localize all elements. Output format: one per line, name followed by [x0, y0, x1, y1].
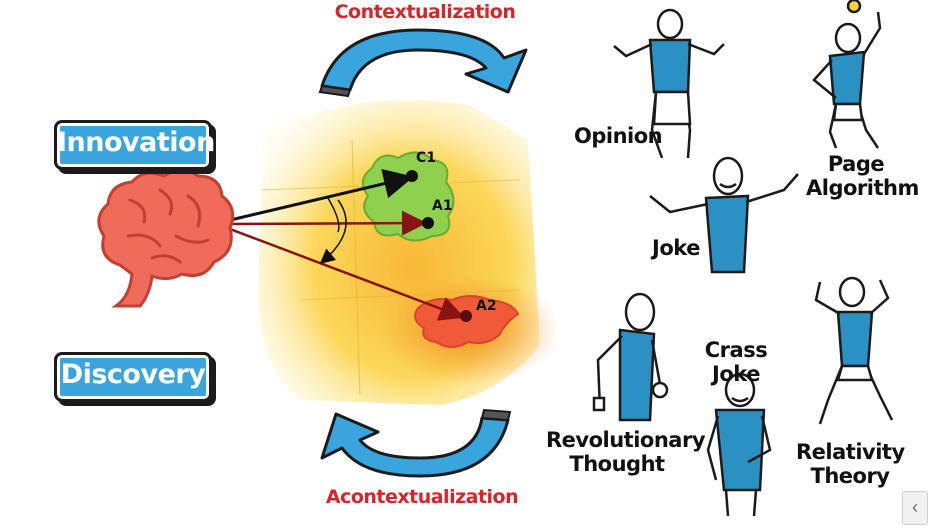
contextualization-arrow	[318, 28, 528, 98]
point-a2	[460, 310, 472, 322]
point-a1-label: A1	[432, 198, 453, 214]
point-c1-label: C1	[416, 150, 437, 166]
discovery-badge: Discovery	[54, 352, 212, 402]
page-algorithm-label: Page Algorithm	[806, 152, 919, 201]
opinion-figure	[613, 8, 725, 159]
page-algorithm-figure	[812, 0, 882, 149]
contextualization-label: Contextualization	[334, 1, 516, 23]
green-cluster	[361, 151, 455, 242]
concept-space	[258, 100, 560, 405]
acontextualization-label: Acontextualization	[325, 486, 519, 508]
arrows	[221, 168, 465, 321]
innovation-badge: Innovation	[54, 120, 215, 170]
joke-label: Joke	[652, 236, 700, 260]
joke-figure	[649, 156, 799, 274]
revolutionary-thought-figure	[592, 292, 669, 422]
point-a1	[422, 217, 434, 229]
acontextualization-arrow	[320, 408, 512, 478]
brain-icon	[97, 168, 235, 308]
previous-slide-button[interactable]: ‹	[902, 491, 928, 525]
relativity-theory-label: Relativity Theory	[796, 440, 905, 489]
crass-joke-label: Crass Joke	[704, 338, 768, 387]
crass-joke-figure	[706, 372, 772, 517]
revolutionary-thought-label: Revolutionary Thought	[546, 428, 706, 477]
point-c1	[406, 170, 418, 182]
point-a2-label: A2	[476, 298, 497, 314]
relativity-theory-figure	[814, 276, 894, 425]
opinion-label: Opinion	[574, 124, 663, 148]
